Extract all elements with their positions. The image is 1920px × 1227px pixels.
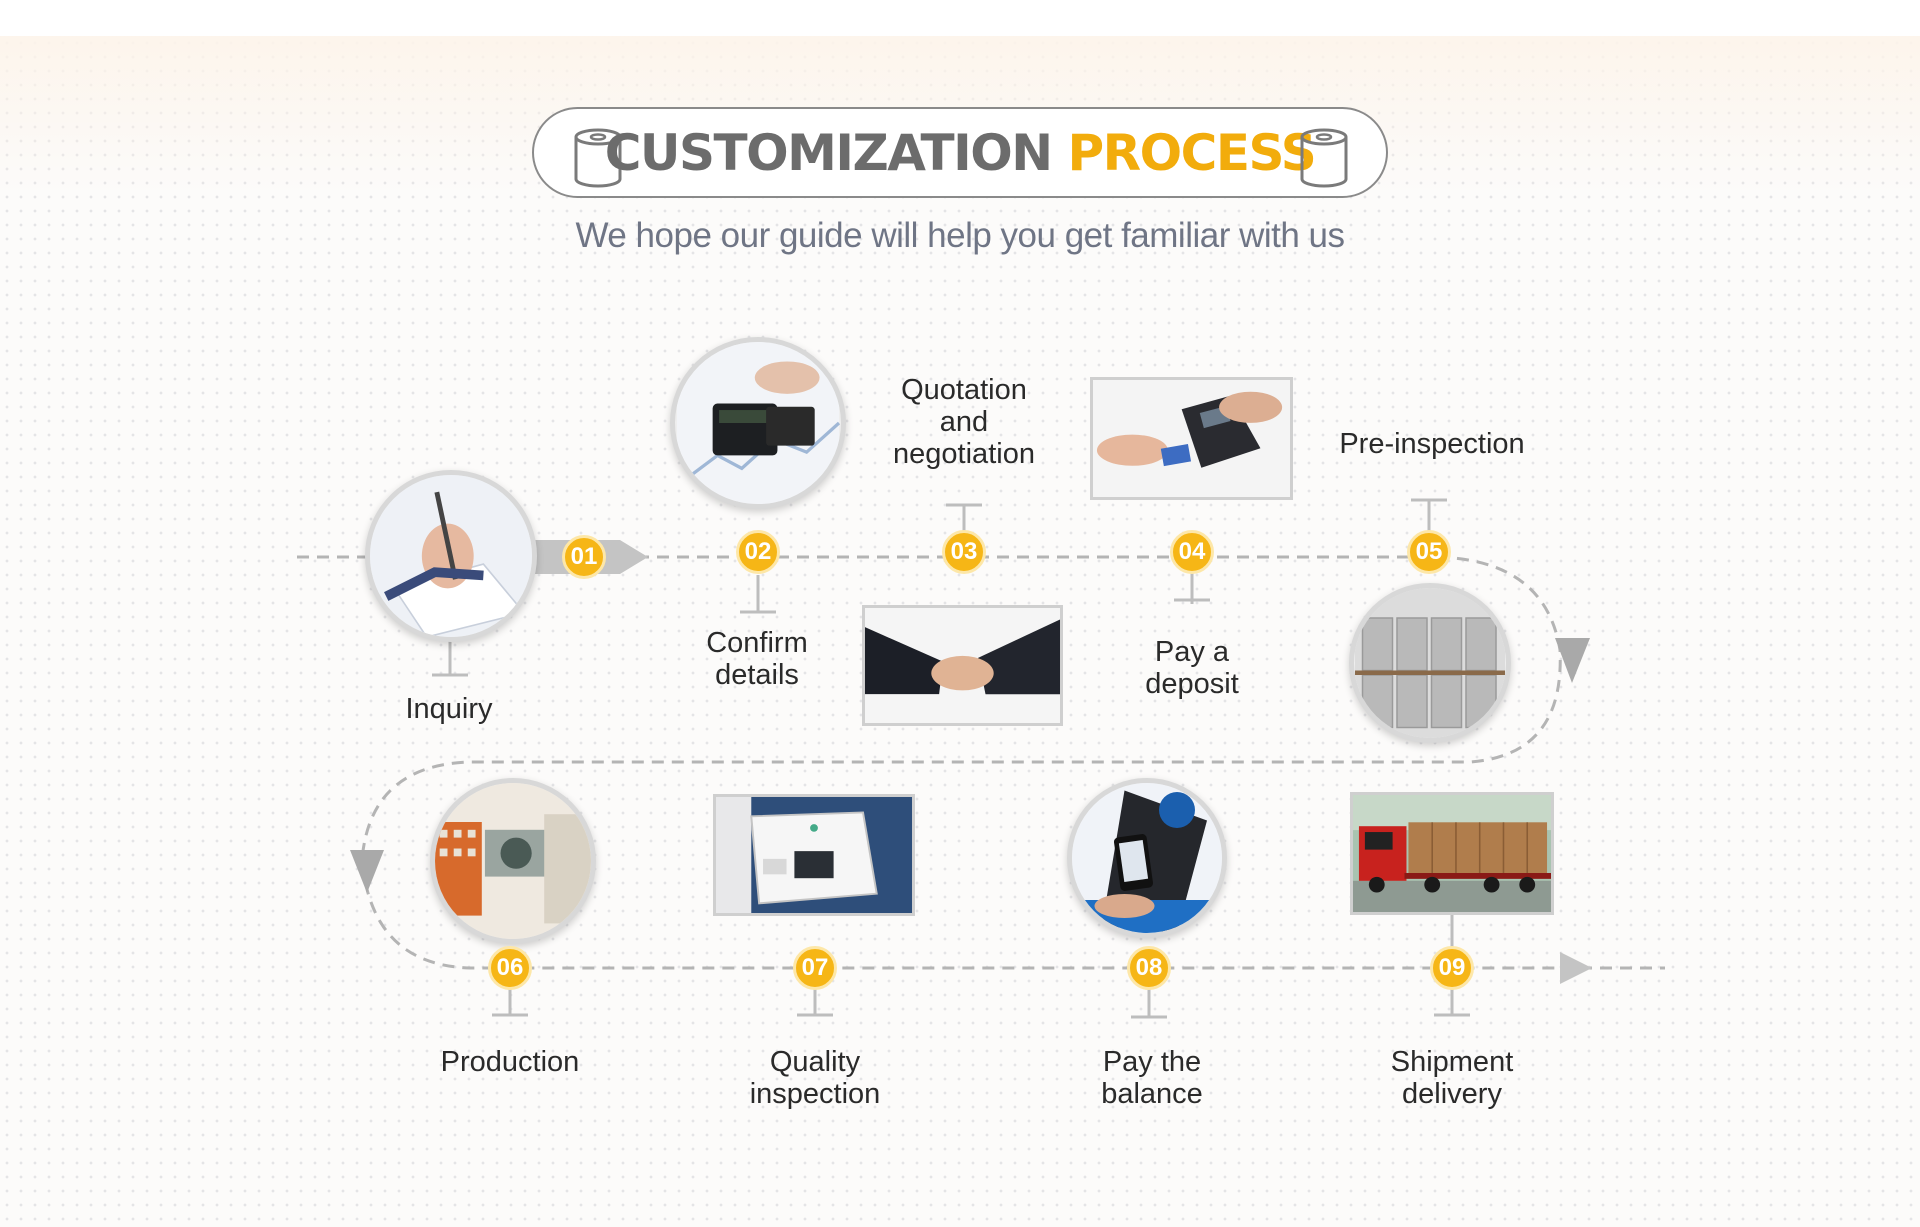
step-03-badge: 03 — [942, 530, 986, 574]
step-05-badge: 05 — [1407, 530, 1451, 574]
step-06-badge: 06 — [488, 946, 532, 990]
pen-writing-icon — [370, 475, 532, 637]
title-pill: CUSTOMIZATION PROCESS — [532, 107, 1388, 198]
step-06-photo — [430, 778, 596, 944]
inspection-device-icon — [716, 797, 912, 913]
paper-roll-icon — [1300, 128, 1348, 188]
step-04-photo — [1090, 377, 1293, 500]
step-03-photo — [862, 605, 1063, 726]
step-08-badge: 08 — [1127, 946, 1171, 990]
step-01-photo — [365, 470, 537, 642]
step-08-photo — [1067, 778, 1227, 938]
title-dark: CUSTOMIZATION — [604, 124, 1053, 182]
page-subtitle: We hope our guide will help you get fami… — [575, 216, 1345, 255]
step-09-badge: 09 — [1430, 946, 1474, 990]
truck-icon — [1353, 795, 1551, 912]
end-arrow — [1560, 952, 1592, 984]
step-05-label: Pre-inspection — [1339, 428, 1525, 460]
step-01-badge: 01 — [562, 535, 606, 579]
mobile-pay-icon — [1072, 783, 1222, 933]
step-02-photo — [670, 337, 846, 509]
step-07-photo — [713, 794, 915, 916]
step-02-badge: 02 — [736, 530, 780, 574]
step-09-label: Shipment delivery — [1390, 1046, 1514, 1110]
step-07-label: Quality inspection — [749, 1046, 881, 1110]
step-08-label: Pay the balance — [1101, 1046, 1203, 1110]
step-04-badge: 04 — [1170, 530, 1214, 574]
title-accent: PROCESS — [1067, 124, 1317, 182]
printing-machine-icon — [435, 783, 591, 939]
card-terminal-icon — [1093, 380, 1290, 497]
paper-roll-icon — [574, 128, 622, 188]
calculator-icon — [677, 342, 841, 504]
handshake-icon — [865, 608, 1060, 723]
step-04-label: Pay a deposit — [1145, 636, 1239, 700]
step-06-label: Production — [440, 1046, 580, 1078]
step-03-label: Quotation and negotiation — [893, 374, 1035, 470]
page-title: CUSTOMIZATION PROCESS — [534, 123, 1386, 183]
down-arrow-left — [350, 850, 384, 893]
step-05-photo — [1349, 583, 1511, 743]
paper-rolls-icon — [1355, 588, 1505, 738]
step-07-badge: 07 — [793, 946, 837, 990]
down-arrow-right — [1555, 638, 1590, 683]
dashed-path — [297, 555, 1665, 970]
step-09-photo — [1350, 792, 1554, 915]
step-02-label: Confirm details — [706, 627, 808, 691]
step-01-label: Inquiry — [405, 693, 493, 725]
